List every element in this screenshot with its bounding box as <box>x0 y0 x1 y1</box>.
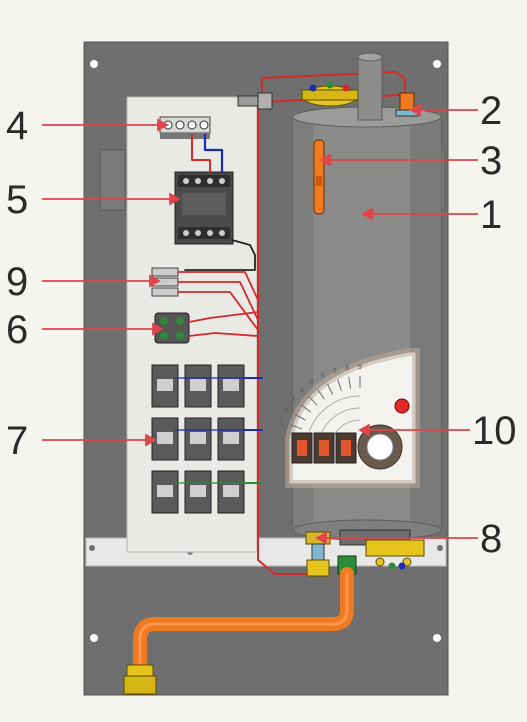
scale-tick <box>300 404 312 413</box>
scale-label: 1 <box>279 419 283 426</box>
scale-label: 3 <box>291 397 295 404</box>
scale-label: 6 <box>321 373 325 380</box>
scale-tick <box>317 389 325 400</box>
callout-4: 4 <box>6 104 29 148</box>
scale-tick <box>348 376 352 389</box>
callout-6: 6 <box>6 308 29 352</box>
mounting-hole-icon <box>90 60 98 68</box>
scale-tick <box>337 379 342 392</box>
circuit-breakers <box>151 364 245 514</box>
callout-8: 8 <box>480 517 503 561</box>
scale-arc <box>320 407 361 436</box>
breaker-toggle-icon <box>190 485 206 497</box>
scale-label: 7 <box>333 368 337 375</box>
leader-lines <box>42 103 478 545</box>
air-valve <box>395 92 419 117</box>
contactor <box>174 171 234 245</box>
rocker-switch-icon[interactable] <box>297 440 307 456</box>
scale-label: 5 <box>310 379 314 386</box>
scale-tick <box>326 383 334 395</box>
breaker-toggle-icon <box>223 379 239 391</box>
scale-label: 9 <box>358 364 362 371</box>
callout-2: 2 <box>480 89 503 133</box>
breaker-toggle-icon <box>190 432 206 444</box>
breaker-toggle-icon <box>190 379 206 391</box>
scale-arc <box>308 395 361 432</box>
scale-tick <box>290 424 302 430</box>
terminal-block <box>159 116 211 139</box>
scale-tick <box>294 413 306 421</box>
breaker-toggle-icon <box>223 485 239 497</box>
sensor-sleeve <box>313 139 325 215</box>
outlet-pipe <box>133 567 354 675</box>
rocker-switch-icon[interactable] <box>341 440 351 456</box>
callout-10: 10 <box>472 409 517 453</box>
breaker-toggle-icon <box>223 432 239 444</box>
callout-7: 7 <box>6 419 29 463</box>
mounting-hole-icon <box>90 634 98 642</box>
top-flange <box>301 81 359 107</box>
breaker-toggle-icon <box>157 379 173 391</box>
callout-5: 5 <box>6 178 29 222</box>
scale-label: 4 <box>300 387 304 394</box>
indicator-lamp-icon <box>394 398 410 414</box>
thermostat-knob-icon[interactable] <box>366 433 394 461</box>
scale-label: 8 <box>345 365 349 372</box>
mounting-hole-icon <box>433 634 441 642</box>
cable-gland <box>237 92 273 110</box>
scale-tick <box>308 396 318 406</box>
callout-1: 1 <box>480 193 503 237</box>
pipe-fitting <box>123 664 157 695</box>
mounting-hole-icon <box>433 60 441 68</box>
callout-3: 3 <box>480 139 503 183</box>
scale-label: 2 <box>284 408 288 415</box>
rocker-switch-icon[interactable] <box>319 440 329 456</box>
callout-9: 9 <box>6 260 29 304</box>
breaker-toggle-icon <box>157 485 173 497</box>
breaker-toggle-icon <box>157 432 173 444</box>
